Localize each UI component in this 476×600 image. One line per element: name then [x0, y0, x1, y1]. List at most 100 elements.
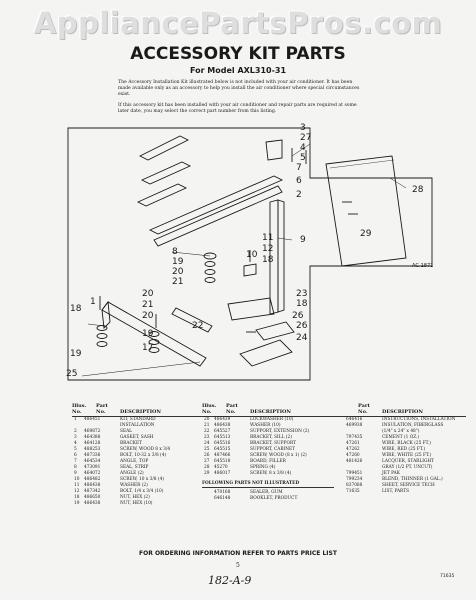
callout-5: 5 — [300, 153, 306, 163]
table-row: 7 464534 ANGLE, TOP — [72, 459, 212, 465]
illus-no-cell: 24 — [204, 441, 210, 446]
kit-outline — [67, 127, 433, 381]
part-no-cell: 486438 — [84, 501, 101, 506]
table-row: GRAY (1/2 PT. UNCUT) — [334, 465, 466, 471]
callout-9: 9 — [300, 235, 306, 245]
description-cell: WASHER (2) — [120, 483, 148, 488]
callout-17: 17 — [142, 343, 154, 353]
part-no-cell: 486017 — [214, 471, 231, 476]
part-no-cell: 71635 — [346, 489, 360, 494]
header-part-no: Part No. — [358, 403, 370, 415]
part-no-cell: 464128 — [84, 441, 101, 446]
part-no-cell: 645515 — [214, 447, 231, 452]
illus-no-cell: 19 — [74, 501, 80, 506]
table-row: 47262 WIRE, RED (25 FT.) — [334, 447, 466, 453]
part-no-cell: 45270 — [214, 465, 228, 470]
part-no-cell: 464072 — [84, 471, 101, 476]
page-number: 5 — [236, 562, 240, 569]
illus-no-cell: 26 — [204, 453, 210, 458]
intro-paragraph-2: If this accessory kit has been installed… — [118, 103, 357, 114]
description-cell: SCREW, WOOD (8 x 1) (2) — [250, 453, 307, 458]
description-cell: ANGLE, TOP — [120, 459, 149, 464]
callout-8: 8 — [172, 247, 178, 257]
illus-no-cell: 23 — [204, 435, 210, 440]
callout-18c: 18 — [70, 304, 82, 314]
callout-2: 2 — [296, 190, 302, 200]
part-no-cell: 464534 — [84, 459, 101, 464]
table-header: Illus. No. Part No. DESCRIPTION — [202, 403, 334, 417]
table-row: 23 645513 BRACKET, SILL (2) — [202, 435, 334, 441]
model-line: For Model AXL310-31 — [189, 66, 287, 75]
description-cell: BOOKLET, PRODUCT — [250, 496, 298, 501]
description-cell: WIRE, RED (25 FT.) — [382, 447, 426, 452]
cabinet-support — [101, 301, 207, 367]
part-no-cell: 487466 — [214, 453, 231, 458]
part-no-cell: 473091 — [84, 465, 101, 470]
callout-19c: 19 — [142, 329, 154, 339]
callout-20a: 20 — [172, 267, 184, 277]
top-angle — [148, 175, 284, 235]
description-cell: INSTALLATION — [120, 423, 155, 428]
illus-no-cell: 29 — [204, 471, 210, 476]
table-header: Illus. No. Part No. DESCRIPTION — [72, 403, 212, 417]
header-illus-no: Illus. No. — [72, 403, 87, 415]
illus-no-cell: 1 — [74, 417, 77, 422]
description-cell: WIRE, BLACK (25 FT.) — [382, 441, 431, 446]
description-cell: SCREW, 10 x 3/8 (4) — [120, 477, 164, 482]
part-no-cell: 645513 — [214, 435, 231, 440]
table-row: 799451 JET PAK — [334, 471, 466, 477]
bracket — [265, 139, 283, 161]
callout-22: 22 — [192, 321, 204, 331]
handwritten-note: 182-A-9 — [208, 574, 252, 587]
description-cell: BRACKET, SILL (2) — [250, 435, 292, 440]
part-no-cell: 486482 — [84, 477, 101, 482]
page-title: ACCESSORY KIT PARTS — [130, 44, 346, 64]
description-cell: LACQUER, STARLIGHT — [382, 459, 435, 464]
callout-26b: 26 — [292, 311, 304, 321]
callout-24: 24 — [296, 333, 308, 343]
callout-6: 6 — [296, 176, 302, 186]
top-angle-lip — [153, 185, 283, 247]
description-cell: SEAL — [120, 429, 133, 434]
description-cell: BRACKET — [120, 441, 142, 446]
not-illustrated-note: FOLLOWING PARTS NOT ILLUSTRATED — [202, 481, 334, 488]
part-no-cell: 464388 — [84, 435, 101, 440]
part-no-cell: 799451 — [346, 471, 363, 476]
callout-18b: 18 — [296, 299, 308, 309]
description-cell: JET PAK — [382, 471, 400, 476]
description-cell: (1/4" x 24" x 48") — [382, 429, 420, 434]
part-no-cell: 47262 — [346, 447, 360, 452]
part-no-cell: 646416 — [346, 417, 363, 422]
part-no-cell: 837088 — [346, 483, 363, 488]
illus-no-cell: 8 — [74, 465, 77, 470]
callout-23: 23 — [296, 289, 308, 299]
illus-no-cell: 7 — [74, 459, 77, 464]
illus-no-cell: 18 — [74, 495, 80, 500]
illus-no-cell: 28 — [204, 465, 210, 470]
diagram-ref-label: AC-1871 — [412, 263, 434, 269]
description-cell: LIST, PARTS — [382, 489, 410, 494]
